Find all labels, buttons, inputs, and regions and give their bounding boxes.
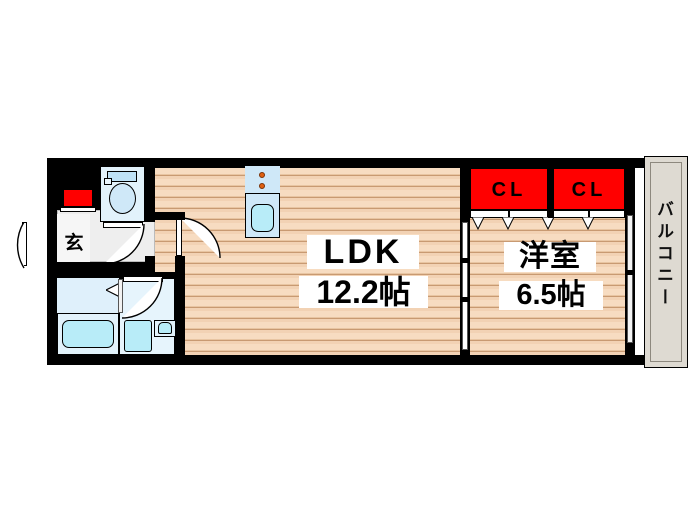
- closet-right: [553, 168, 625, 210]
- kitchen-stove-top: [245, 166, 280, 194]
- toilet-door-swing-arc: [103, 223, 145, 265]
- ldk-label-name: LDK: [307, 235, 419, 269]
- wall-ldk-door-head: [155, 212, 185, 220]
- toilet-flush-lever-icon: [104, 178, 112, 185]
- wall-bath-right: [175, 272, 185, 365]
- closet-left: [470, 168, 548, 210]
- balcony-sliding-window[interactable]: [627, 215, 633, 343]
- vanity-basin-icon: [158, 322, 172, 334]
- genkan-tataki: [57, 214, 90, 262]
- ldk-label-area: 12.2帖: [299, 276, 428, 308]
- bathtub: [62, 320, 114, 348]
- sliding-door-rail-mark-2: [461, 297, 469, 302]
- bedroom-label-area: 6.5帖: [499, 281, 603, 310]
- wall-hall-bottom: [47, 262, 155, 272]
- stove-burner-front-icon: [259, 172, 265, 178]
- sliding-door-rail-mark-1: [461, 258, 469, 263]
- ldk-entry-door-swing-arc: [180, 217, 221, 258]
- closet-left-door-leaf-1[interactable]: [470, 210, 509, 218]
- wall-top: [47, 158, 655, 168]
- sliding-door-ldk-bedroom[interactable]: [462, 222, 468, 350]
- toilet-door-panel[interactable]: [103, 222, 143, 228]
- wall-toilet-right: [145, 158, 155, 222]
- entrance-door-swing-arc: [16, 222, 25, 269]
- wall-bath-top: [47, 272, 185, 278]
- balcony-label: バルコニー: [654, 200, 673, 310]
- kitchen-sink-basin: [251, 204, 274, 232]
- entrance-label: 玄: [64, 233, 84, 254]
- balcony-area: [644, 156, 688, 368]
- closet-door-fold-marks: [471, 217, 595, 230]
- closet-right-door-leaf-2[interactable]: [589, 210, 625, 218]
- wall-left: [47, 158, 57, 365]
- stove-burner-back-icon: [259, 183, 265, 189]
- wall-bottom: [47, 355, 655, 365]
- washing-machine-pan: [124, 320, 152, 352]
- closet-center-divider: [548, 168, 553, 218]
- toilet-bowl-icon: [109, 183, 136, 214]
- toilet-tank-icon: [107, 171, 137, 182]
- closet-left-label: CL: [491, 179, 527, 201]
- bathroom-door-frame[interactable]: [118, 279, 123, 313]
- balcony-window-rail-mark: [626, 270, 634, 275]
- washroom-door-swing-arc: [122, 278, 163, 319]
- bathroom-upper-panel: [57, 278, 119, 314]
- closet-left-door-leaf-2[interactable]: [509, 210, 548, 218]
- shoe-cabinet: [63, 189, 93, 207]
- balcony-outline-inner: [650, 162, 682, 362]
- wall-hall-ldk: [145, 256, 155, 272]
- closet-right-label: CL: [571, 179, 607, 201]
- closet-right-door-leaf-1[interactable]: [553, 210, 589, 218]
- bedroom-label-name: 洋室: [504, 242, 596, 272]
- wall-ldk-left-lower: [175, 256, 185, 276]
- shoe-cabinet-front: [60, 207, 96, 212]
